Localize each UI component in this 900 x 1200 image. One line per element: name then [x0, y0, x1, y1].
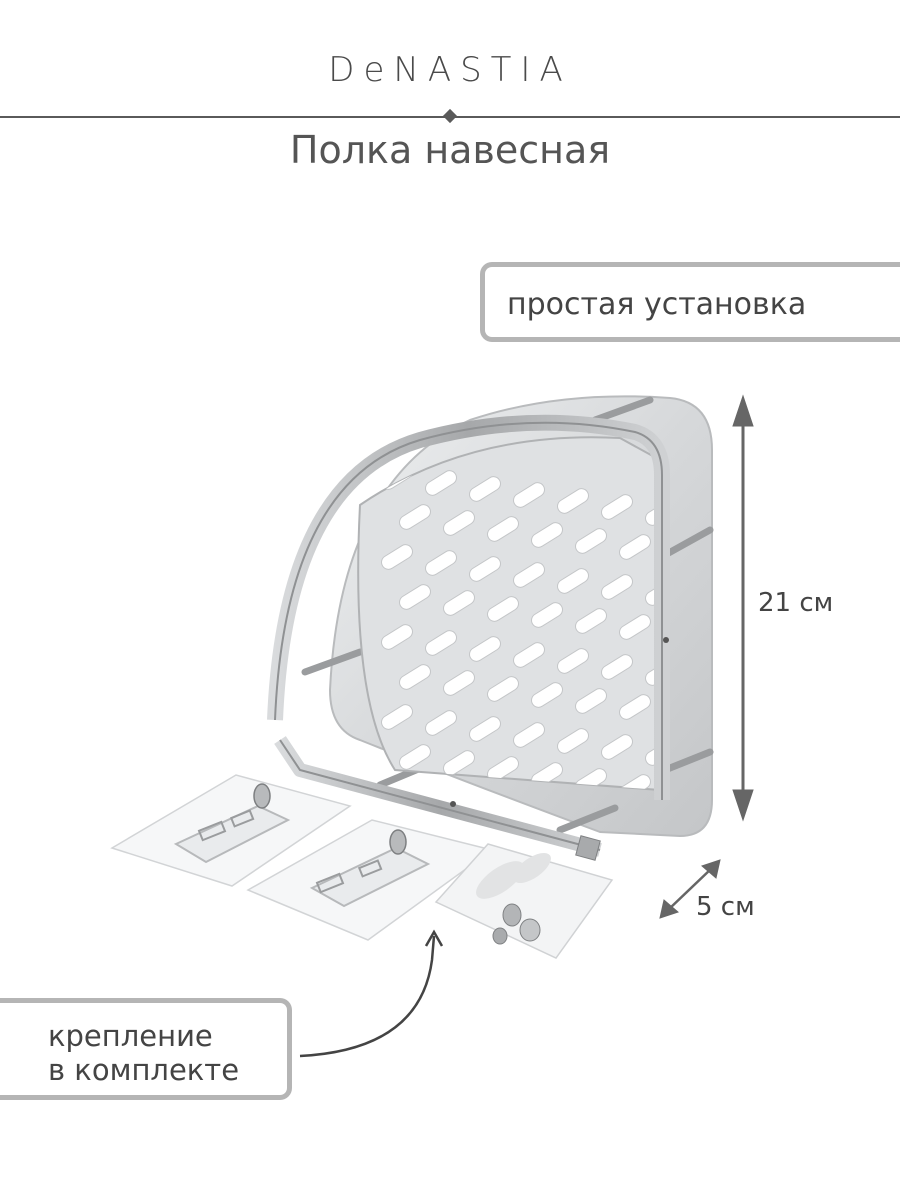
adhesive-pad-2 — [246, 819, 494, 941]
perforation-slot — [575, 528, 607, 554]
perforation-slot — [487, 516, 519, 542]
perforation-slot — [619, 614, 651, 640]
perforation-slot — [531, 522, 563, 548]
perforation-slot — [399, 504, 431, 530]
perforation-slot — [513, 562, 545, 588]
easy-install-text: простая установка — [507, 287, 807, 322]
adhesive-pad-1 — [110, 774, 352, 887]
perforation-slot — [425, 470, 457, 496]
perforation-slot — [531, 602, 563, 628]
perforation-slot — [469, 476, 501, 502]
perforation-slot — [443, 750, 475, 776]
perforation-slot — [399, 664, 431, 690]
perforation-slot — [443, 510, 475, 536]
depth-dimension-label: 5 см — [696, 892, 755, 922]
hardware-bag — [434, 843, 614, 959]
perforation-slot — [443, 670, 475, 696]
perforation-slot — [425, 550, 457, 576]
perforation-slot — [619, 534, 651, 560]
perforation-slot — [557, 568, 589, 594]
height-dimension-label: 21 см — [758, 588, 834, 618]
product-title: Полка навесная — [289, 128, 611, 172]
mounting-included-callout: крепление в комплекте — [0, 998, 292, 1100]
perforation-slot — [557, 488, 589, 514]
perforation-slot — [601, 654, 633, 680]
perforation-slot — [601, 734, 633, 760]
perforation-slot — [531, 682, 563, 708]
brand-logo: DeNASTIA — [328, 50, 572, 90]
perforation-slot — [513, 642, 545, 668]
mounting-text-line1: крепление — [48, 1019, 213, 1053]
double-arrow-vertical-icon — [732, 394, 754, 822]
perforation-slot — [399, 744, 431, 770]
easy-install-callout: простая установка — [480, 262, 900, 342]
mounting-text-line2: в комплекте — [48, 1053, 240, 1087]
perforation-slot — [469, 636, 501, 662]
curved-arrow-icon — [299, 929, 444, 1058]
perforation-slot — [619, 774, 651, 790]
perforation-slot — [443, 590, 475, 616]
perforation-slot — [557, 648, 589, 674]
perforation-slot — [513, 722, 545, 748]
perforation-slot — [575, 608, 607, 634]
perforation-slot — [487, 676, 519, 702]
perforation-slot — [575, 688, 607, 714]
perforation-slot — [425, 630, 457, 656]
perforation-slot — [601, 574, 633, 600]
perforation-slot — [399, 584, 431, 610]
perforation-slot — [601, 494, 633, 520]
perforation-slot — [469, 716, 501, 742]
perforation-slot — [487, 596, 519, 622]
perforation-slot — [557, 728, 589, 754]
perforation-slot — [619, 694, 651, 720]
perforation-slot — [381, 544, 413, 570]
double-arrow-diagonal-icon — [659, 859, 721, 919]
perforation-slot — [469, 556, 501, 582]
perforation-slot — [425, 710, 457, 736]
perforation-slot — [381, 624, 413, 650]
perforation-slot — [381, 704, 413, 730]
perforation-slot — [513, 482, 545, 508]
